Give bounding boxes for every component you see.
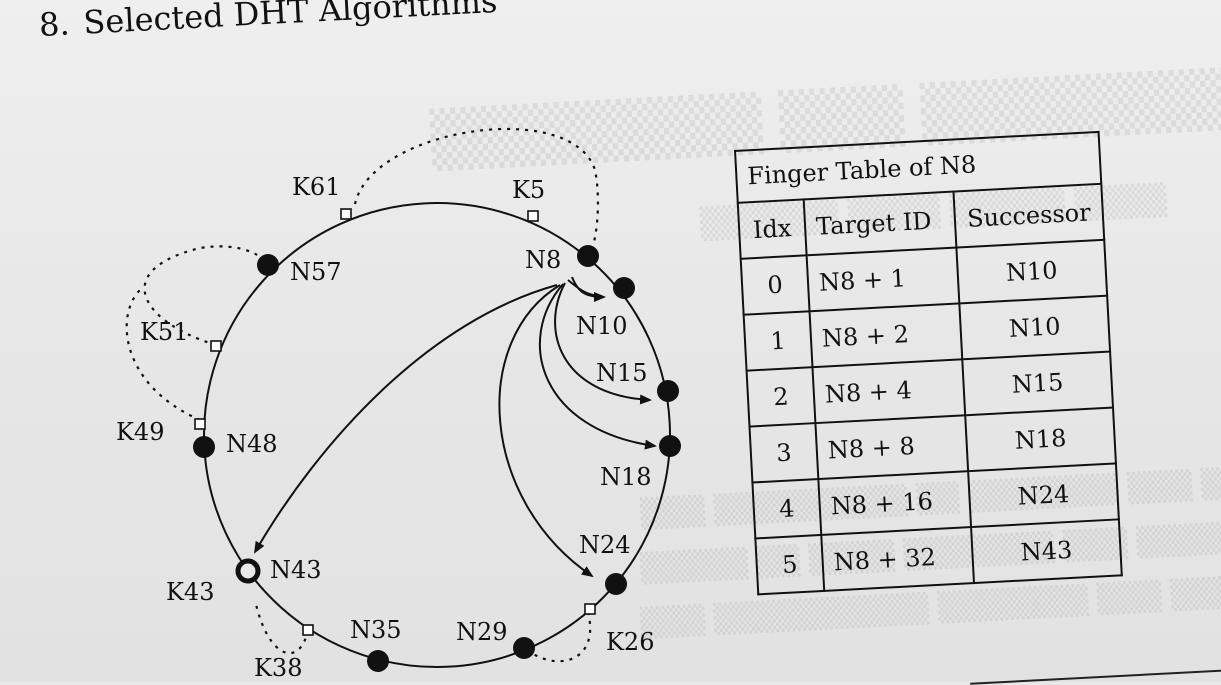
node-dot xyxy=(367,650,389,672)
idx-cell: 3 xyxy=(749,423,819,483)
dotted-key-arc-k51 xyxy=(143,245,265,347)
successor-cell: N10 xyxy=(959,295,1111,360)
finger-arrow-2 xyxy=(554,282,652,405)
column-header-target-id: Target ID xyxy=(803,191,957,256)
node-label: N48 xyxy=(226,430,278,458)
dotted-key-arc-k26 xyxy=(529,611,592,663)
node-label: N43 xyxy=(270,556,322,584)
target-cell: N8 + 2 xyxy=(809,303,963,368)
node-label: N57 xyxy=(290,258,342,286)
node-dot-highlighted xyxy=(235,558,261,584)
node-label: N29 xyxy=(456,618,508,646)
key-label: K61 xyxy=(292,173,340,201)
target-cell: N8 + 1 xyxy=(806,247,960,312)
key-label: K43 xyxy=(166,578,214,606)
key-square xyxy=(584,603,596,615)
column-header-idx: Idx xyxy=(737,199,807,259)
target-cell: N8 + 32 xyxy=(821,527,974,591)
dotted-key-arc-k61 xyxy=(353,128,600,243)
node-dot xyxy=(659,435,681,457)
dotted-key-arc-k38 xyxy=(253,599,310,655)
key-label: K51 xyxy=(140,318,188,346)
target-cell: N8 + 16 xyxy=(818,471,972,535)
node-label: N10 xyxy=(576,312,628,340)
key-square xyxy=(527,210,539,222)
successor-cell: N15 xyxy=(962,351,1113,416)
successor-cell: N18 xyxy=(965,407,1116,472)
node-dot xyxy=(193,436,215,458)
node-label: N35 xyxy=(350,616,402,644)
key-label: K26 xyxy=(606,628,654,656)
finger-arrow-4 xyxy=(498,284,594,578)
idx-cell: 0 xyxy=(740,255,810,315)
node-dot xyxy=(605,573,627,595)
key-label: K38 xyxy=(254,654,302,682)
key-square xyxy=(302,624,314,636)
finger-arrow-1 xyxy=(567,279,603,297)
key-label: K5 xyxy=(512,176,545,204)
node-dot xyxy=(577,245,599,267)
successor-cell: N10 xyxy=(956,239,1108,304)
successor-cell: N24 xyxy=(968,463,1119,528)
node-dot xyxy=(657,380,679,402)
successor-cell: N43 xyxy=(971,519,1122,584)
node-label: N8 xyxy=(525,246,561,274)
target-cell: N8 + 4 xyxy=(812,359,966,424)
key-square xyxy=(194,418,206,430)
node-dot xyxy=(257,254,279,276)
idx-cell: 2 xyxy=(746,367,816,427)
idx-cell: 5 xyxy=(755,534,825,595)
node-dot xyxy=(613,277,635,299)
dotted-key-arc-k49 xyxy=(125,289,201,422)
finger-arrow-3 xyxy=(539,283,657,450)
column-header-successor: Successor xyxy=(953,183,1105,248)
node-label: N18 xyxy=(600,463,652,491)
node-label: N15 xyxy=(596,359,648,387)
finger-table: Finger Table of N8 Idx Target ID Success… xyxy=(734,131,1123,596)
finger-arrow-5 xyxy=(253,284,558,554)
idx-cell: 1 xyxy=(743,311,813,371)
key-square xyxy=(210,340,222,352)
target-cell: N8 + 8 xyxy=(815,415,969,480)
node-label: N24 xyxy=(579,531,631,559)
key-label: K49 xyxy=(116,418,164,446)
node-dot xyxy=(513,637,535,659)
key-square xyxy=(340,208,352,220)
idx-cell: 4 xyxy=(752,479,822,539)
